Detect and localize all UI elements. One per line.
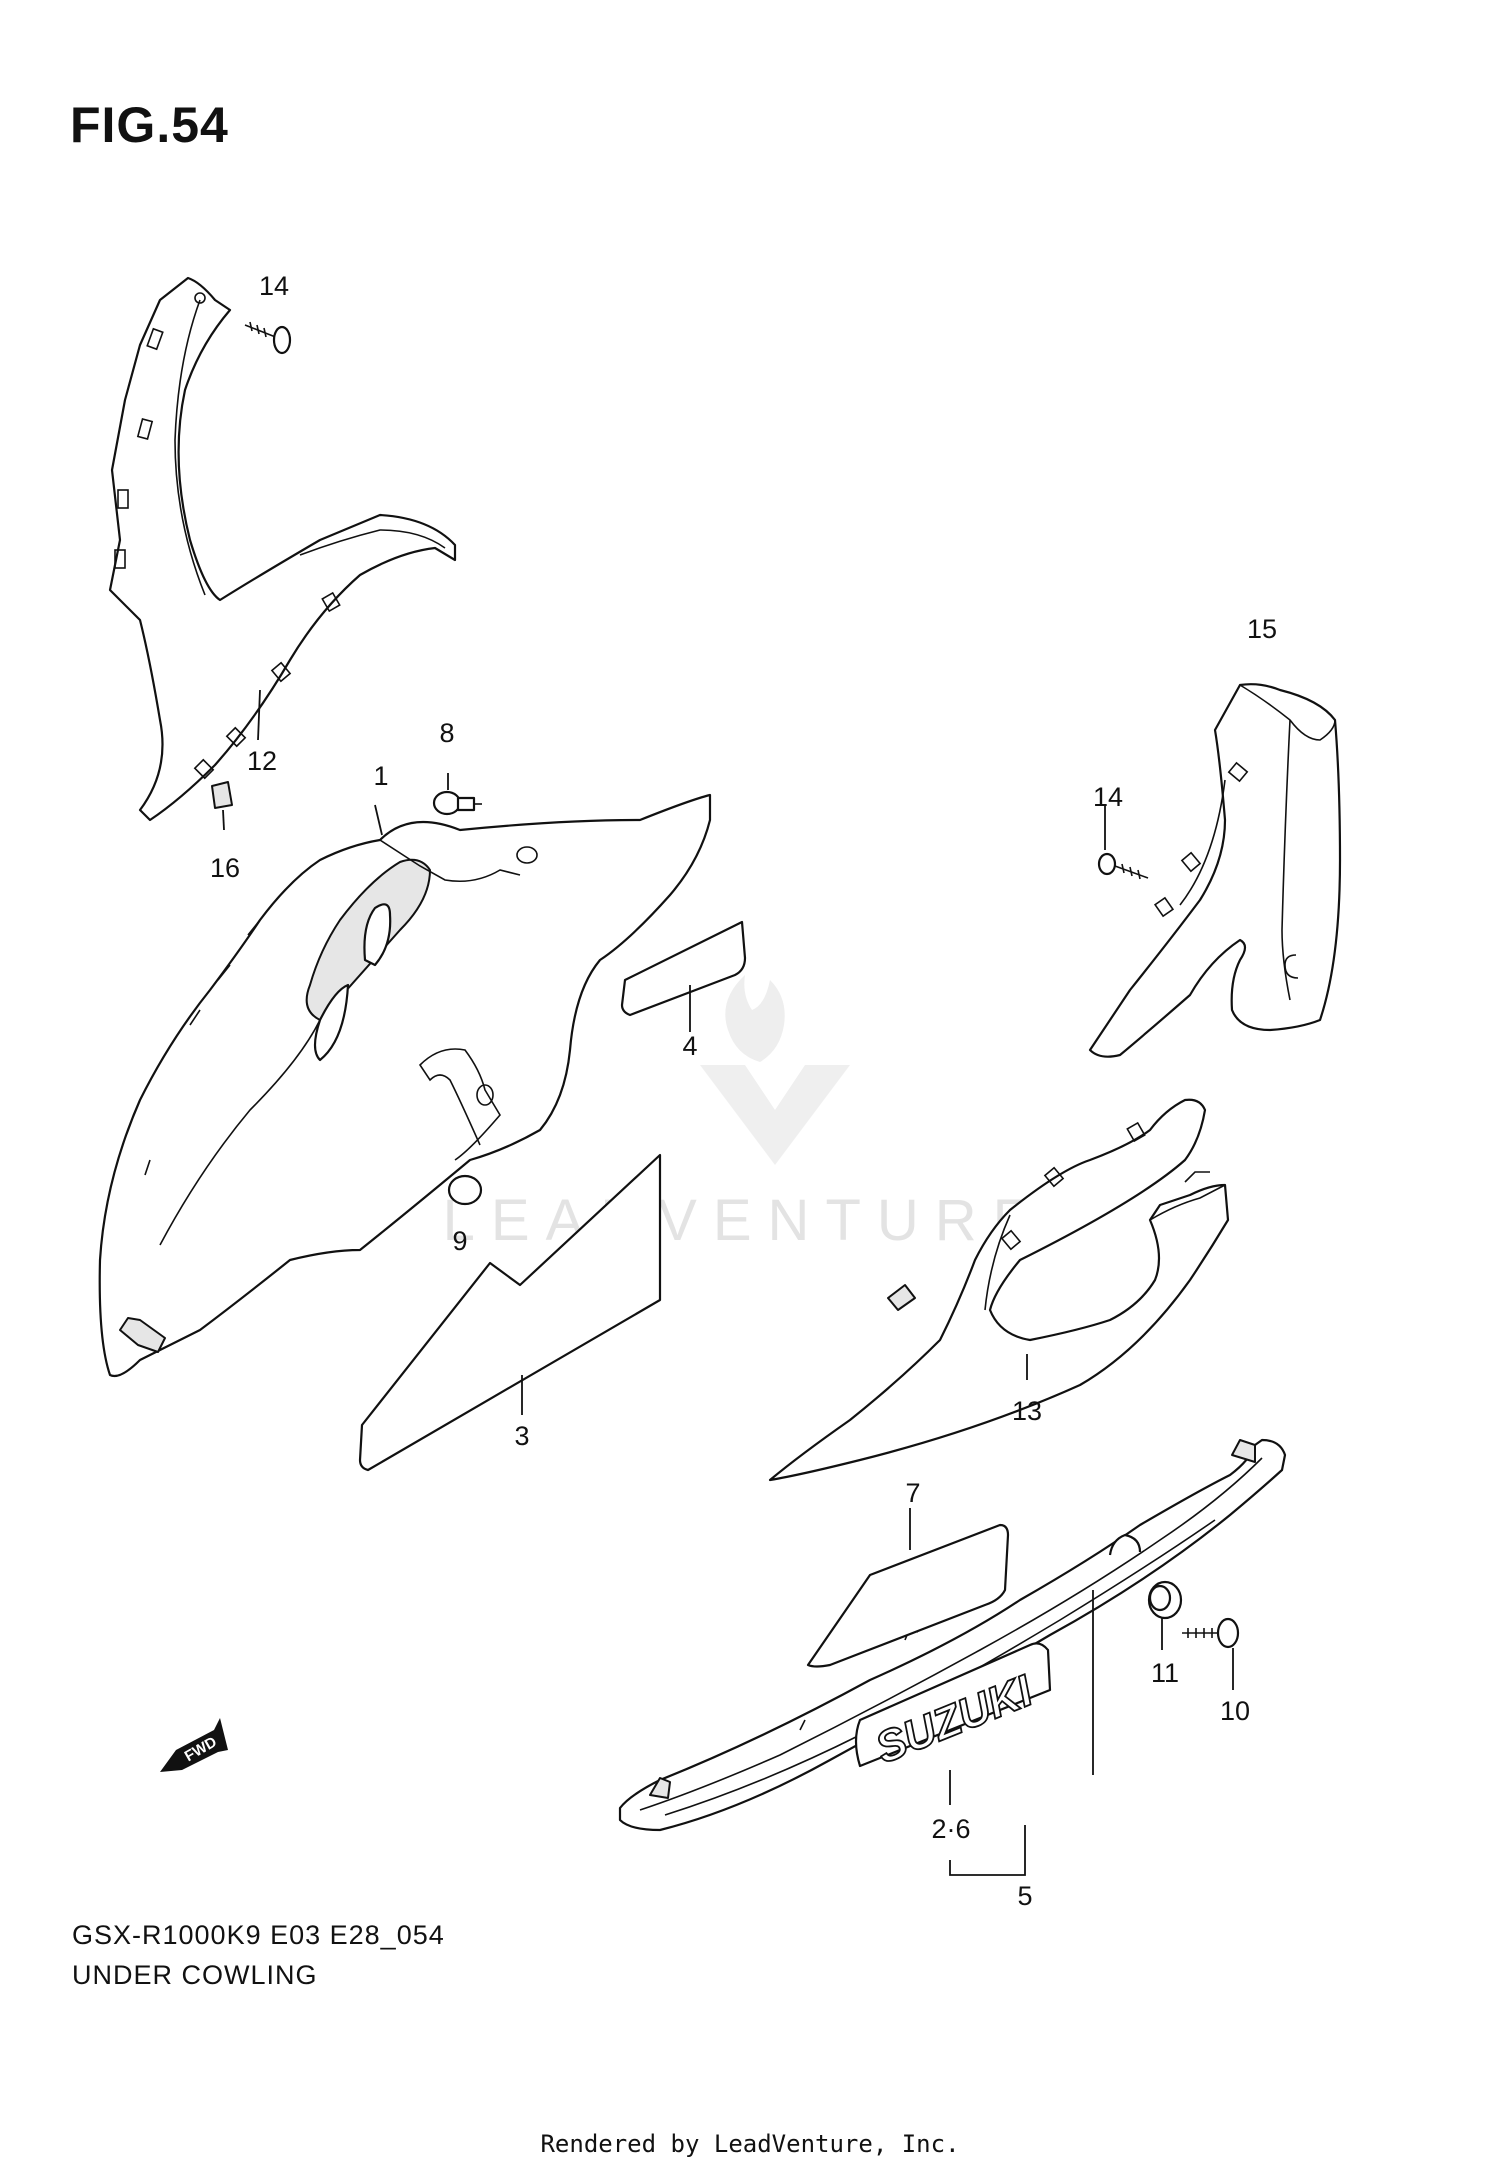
part-7-insulator (806, 1523, 1010, 1668)
part-1-under-cowling-left (98, 793, 712, 1378)
callout-8: 8 (439, 718, 454, 748)
callout-13: 13 (1012, 1396, 1042, 1426)
fwd-direction-badge: FWD (160, 1718, 228, 1772)
callout-1: 1 (373, 761, 388, 791)
render-credit: Rendered by LeadVenture, Inc. (540, 2130, 960, 2158)
fwd-arrow-icon (160, 1718, 228, 1772)
watermark-flame-icon (725, 975, 785, 1062)
callout-12: 12 (247, 746, 277, 776)
part-14-screw-right (1097, 852, 1149, 880)
callout-5: 5 (1017, 1881, 1032, 1911)
part-12-inner-cowling (108, 276, 457, 822)
part-3-insulator (358, 1153, 662, 1472)
callout-labels: 14 12 16 1 8 4 9 3 15 14 13 7 11 10 2·6 … (210, 271, 1277, 1911)
callout-leader-lines (222, 689, 1234, 1876)
callout-7: 7 (905, 1478, 920, 1508)
part-11-nut (1147, 1580, 1183, 1620)
part-5-lower-trim-panel (618, 1438, 1287, 1832)
watermark-v-icon (700, 1065, 850, 1165)
callout-3: 3 (514, 1421, 529, 1451)
part-9-grommet (447, 1174, 483, 1206)
callout-15: 15 (1247, 614, 1277, 644)
callout-10: 10 (1220, 1696, 1250, 1726)
part-10-bolt (1182, 1617, 1240, 1649)
figure-title: FIG.54 (70, 97, 229, 153)
part-15-side-cover (1088, 683, 1342, 1058)
model-code: GSX-R1000K9 E03 E28_054 (72, 1920, 445, 1950)
callout-14-right: 14 (1093, 782, 1123, 812)
figure-name: UNDER COWLING (72, 1960, 318, 1990)
leadventure-watermark: LEADVENTURE (443, 975, 1048, 1253)
callout-14-left: 14 (259, 271, 289, 301)
part-8-bolt (432, 790, 482, 816)
callout-2-6: 2·6 (931, 1814, 970, 1844)
part-13-inner-cowling-right (768, 1098, 1230, 1482)
callout-16: 16 (210, 853, 240, 883)
callout-11: 11 (1151, 1658, 1179, 1688)
part-16-clip (211, 781, 233, 809)
callout-9: 9 (452, 1226, 467, 1256)
part-14-screw-left (244, 321, 292, 355)
part-4-insulator (620, 920, 747, 1017)
watermark-text: LEADVENTURE (443, 1188, 1048, 1253)
callout-4: 4 (682, 1031, 697, 1061)
